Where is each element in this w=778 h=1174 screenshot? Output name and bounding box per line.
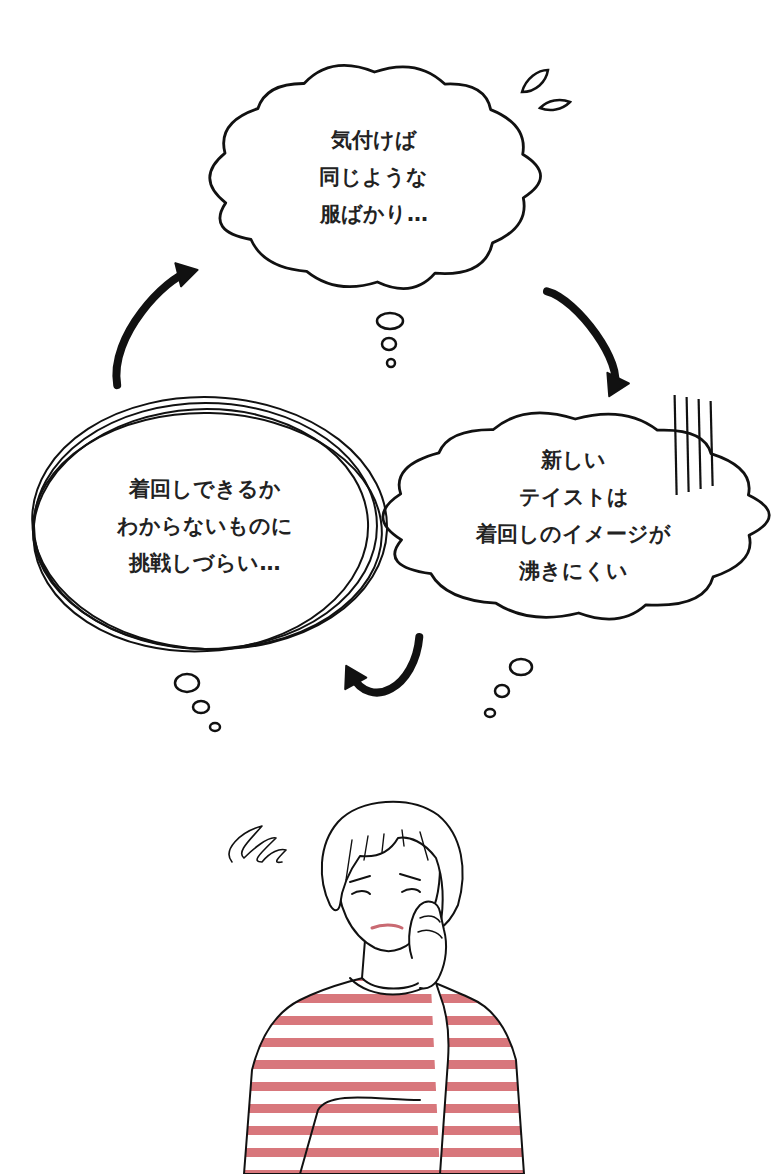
worried-woman [229,802,524,1174]
thought-text: 着回しできるか わからないものに 挑戦しづらい… [65,471,345,582]
sweat-drops [522,70,570,110]
scribble-circle: 着回しできるか わからないものに 挑戦しづらい… [26,395,385,657]
thought-cloud: 気付けば 同じような 服ばかり… [207,58,540,296]
node-outline [382,405,767,627]
thought-text: 新しい テイストは 着回しのイメージが 沸きにくい [424,442,724,590]
cycle-arrow [547,291,629,396]
thought-cloud: 新しい テイストは 着回しのイメージが 沸きにくい [382,405,767,627]
cycle-arrow [345,637,419,693]
thought-text: 気付けば 同じような 服ばかり… [244,122,504,233]
cycle-arrow [116,263,197,385]
